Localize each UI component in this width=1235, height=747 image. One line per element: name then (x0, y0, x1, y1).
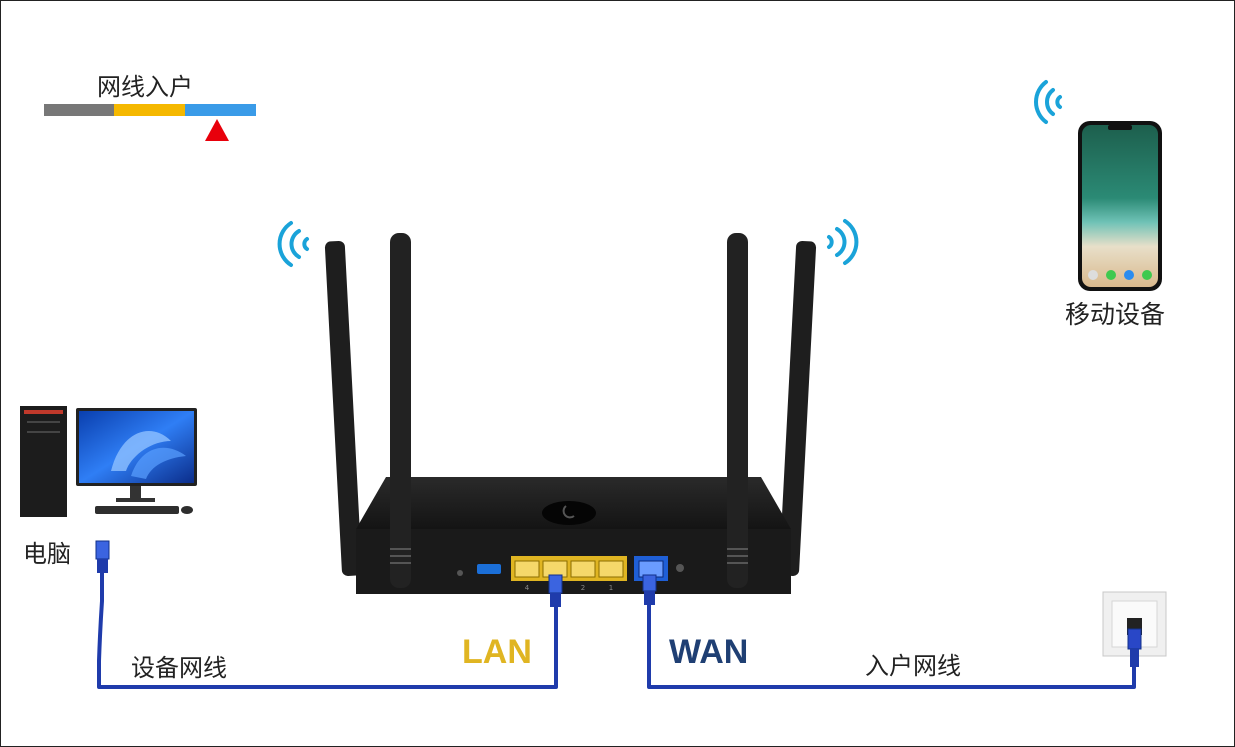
legend-bar (44, 104, 256, 141)
antenna-left-front (390, 233, 411, 588)
wifi-icon-right-antenna (827, 219, 859, 265)
wan-cable-connector-icon (642, 574, 657, 605)
device-cable (97, 571, 558, 689)
lan-ports: 4 3 2 1 (511, 556, 627, 592)
inbound-cable-label: 入户网线 (865, 652, 961, 680)
smartphone-icon (1078, 121, 1162, 291)
wall-socket-icon (1102, 591, 1167, 667)
lan-cable-connector-icon (548, 574, 563, 607)
usb-port-icon (477, 564, 501, 574)
router-icon (324, 233, 817, 594)
inbound-cable (647, 603, 1136, 689)
legend-segment-blue (185, 104, 256, 116)
legend-segment-yellow (114, 104, 185, 116)
antenna-right-front (727, 233, 748, 588)
pc-label: 电脑 (23, 540, 71, 568)
pc-cable-connector-icon (95, 540, 110, 573)
antenna-left-back (324, 241, 362, 576)
lan-port-number-4: 4 (525, 584, 530, 592)
wifi-icon-phone (1034, 80, 1062, 124)
mobile-device-label: 移动设备 (1065, 300, 1166, 329)
lan-port-number-1: 1 (609, 584, 613, 592)
lan-label: LAN (462, 633, 532, 671)
wan-label: WAN (669, 633, 749, 671)
legend-segment-gray (44, 104, 114, 116)
legend-marker-icon (205, 119, 229, 141)
lan-port-number-2: 2 (581, 584, 585, 592)
antenna-right-back (779, 241, 817, 576)
legend-title: 网线入户 (97, 73, 193, 101)
wifi-icon-left-antenna (277, 221, 309, 267)
device-cable-label: 设备网线 (131, 654, 227, 682)
desktop-computer-icon (20, 406, 197, 517)
